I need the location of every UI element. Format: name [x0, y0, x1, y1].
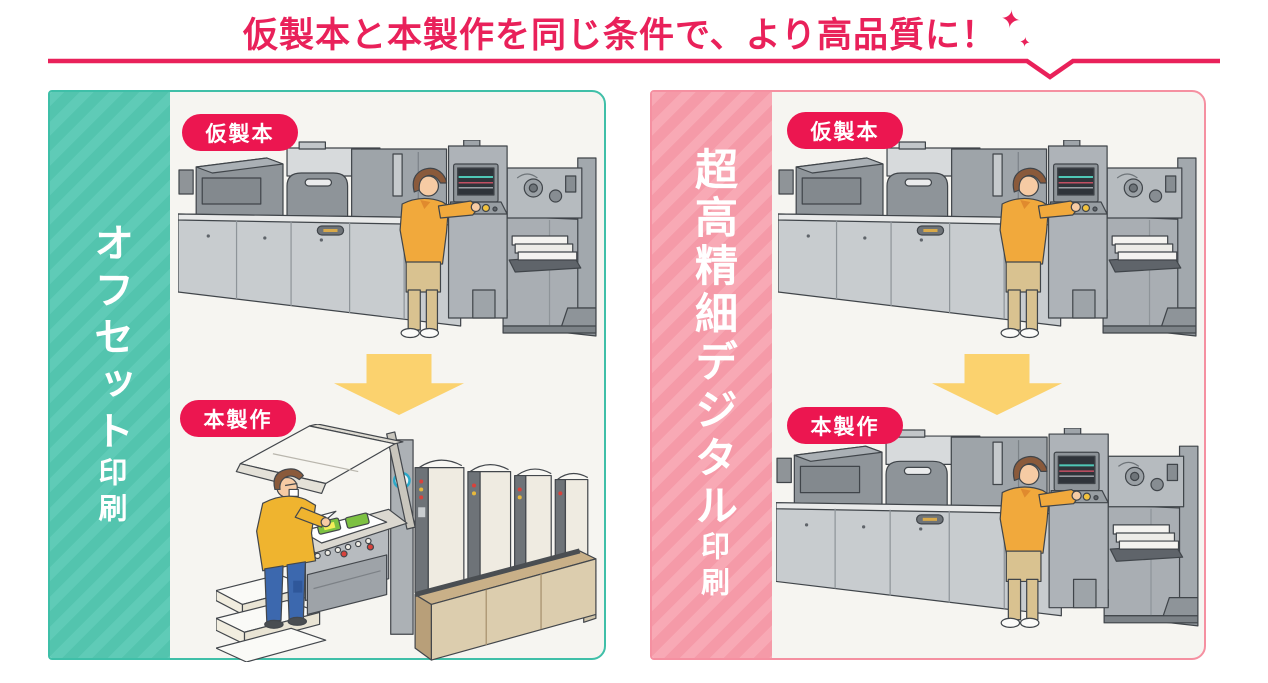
page-title: 仮製本と本製作を同じ条件で、より高品質に！	[243, 16, 997, 55]
sidebar-label: 超高精細デジタル印刷	[688, 147, 737, 603]
sidebar-label-main: オフセット	[88, 221, 132, 457]
panel-hd-digital-printing: 超高精細デジタル印刷 仮製本 本製作	[650, 90, 1206, 660]
badge-temporary-binding: 仮製本	[182, 114, 298, 151]
sidebar-label-main: 超高精細デジタル	[688, 147, 737, 531]
sidebar-label-sub: 印刷	[696, 531, 729, 603]
illustration-digital-press	[778, 140, 1197, 339]
down-arrow-icon	[334, 354, 464, 415]
illustration-digital-press	[178, 140, 597, 339]
panel-offset-printing: オフセット印刷 仮製本 本製作	[48, 90, 606, 660]
header-underline	[48, 58, 1220, 80]
sidebar-hd-digital-printing: 超高精細デジタル印刷	[652, 92, 772, 658]
down-arrow-icon	[932, 354, 1062, 415]
sidebar-offset-printing: オフセット印刷	[50, 92, 170, 658]
badge-final-production: 本製作	[787, 407, 903, 444]
sidebar-label-sub: 印刷	[94, 456, 126, 529]
badge-temporary-binding: 仮製本	[787, 112, 903, 149]
illustration-digital-press	[776, 428, 1199, 628]
sidebar-label: オフセット印刷	[88, 221, 132, 529]
badge-final-production: 本製作	[180, 400, 296, 437]
illustration-offset-press	[216, 424, 602, 662]
